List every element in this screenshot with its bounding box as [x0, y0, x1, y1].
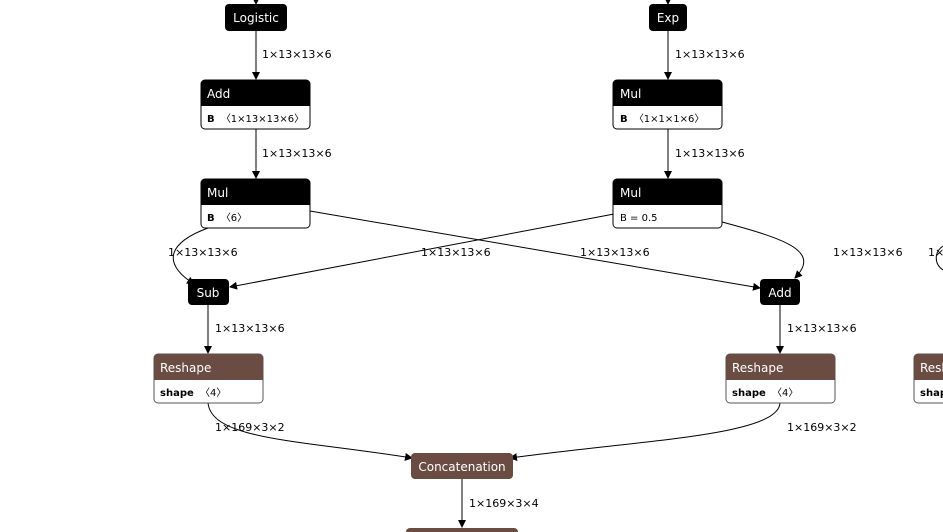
attr-value: 〈1×1×1×6〉 — [634, 113, 705, 125]
edges — [172, 0, 943, 528]
node-mul-left[interactable]: Mul B 〈6〉 — [200, 178, 311, 229]
attr-value: 〈4〉 — [200, 387, 226, 399]
node-add-right[interactable]: Add — [760, 279, 800, 305]
attr-name: B — [620, 114, 628, 125]
edge-label-sub-reshape: 1×13×13×6 — [215, 322, 285, 335]
attr-value: 〈4〉 — [772, 387, 798, 399]
node-exp[interactable]: Exp — [649, 4, 687, 31]
node-title: Reshape — [160, 361, 211, 375]
attr-name: shape — [732, 388, 766, 399]
node-title: Mul — [620, 186, 641, 200]
svg-text:B 〈1×13×13×6〉: B 〈1×13×13×6〉 — [207, 113, 304, 125]
node-title: Mul — [620, 87, 641, 101]
edge-label-mul-right-add: 1×13×13×6 — [833, 246, 903, 259]
node-title: Add — [207, 87, 230, 101]
node-title: Reshape — [732, 361, 783, 375]
edge-label-add-reshape: 1×13×13×6 — [787, 322, 857, 335]
node-mul-right[interactable]: Mul B = 0.5 — [612, 178, 723, 229]
node-reshape-right[interactable]: Reshape shape 〈4〉 — [725, 353, 836, 404]
attr-value: 〈1×13×13×6〉 — [221, 113, 304, 125]
node-title: Logistic — [233, 11, 279, 25]
edge-label-far-cut: 1× — [928, 246, 943, 259]
edge-reshape-left-concat — [207, 402, 413, 461]
edge-label-exp-mul: 1×13×13×6 — [675, 48, 745, 61]
attr-name: shape — [160, 388, 194, 399]
attr-value: 〈6〉 — [221, 212, 247, 224]
edge-label-mul-right-sub: 1×13×13×6 — [421, 246, 491, 259]
node-title: Exp — [657, 11, 679, 25]
svg-text:shape 〈4〉: shape 〈4〉 — [732, 387, 798, 399]
node-logistic[interactable]: Logistic — [225, 4, 287, 31]
edge-mul-right-sub — [229, 213, 615, 290]
attr-name: B — [207, 114, 215, 125]
edge-mul-left-sub — [172, 227, 209, 285]
node-title: Sub — [197, 286, 220, 300]
node-next-cut[interactable] — [406, 528, 518, 532]
edge-label-mul-mul: 1×13×13×6 — [675, 147, 745, 160]
edge-mul-right-add — [721, 221, 805, 279]
node-title: Resh — [920, 361, 943, 375]
edge-labels: 1×13×13×6 1×13×13×6 1×13×13×6 1×13×13×6 … — [168, 48, 943, 510]
svg-text:shape 〈4〉: shape 〈4〉 — [160, 387, 226, 399]
node-title: Mul — [207, 186, 228, 200]
edge-far-right-curve — [935, 245, 943, 271]
node-reshape-far[interactable]: Resh shap — [913, 353, 943, 404]
edge-label-concat-out: 1×169×3×4 — [469, 497, 539, 510]
edge-label-reshape-right-concat: 1×169×3×2 — [787, 421, 857, 434]
attr-name: shap — [920, 388, 943, 399]
edge-label-logistic-add: 1×13×13×6 — [262, 48, 332, 61]
attr-text: B = 0.5 — [620, 213, 658, 224]
edge-label-mul-left-add: 1×13×13×6 — [580, 246, 650, 259]
edge-label-reshape-left-concat: 1×169×3×2 — [215, 421, 285, 434]
edge-mul-left-add — [309, 210, 761, 291]
node-title: Concatenation — [418, 460, 505, 474]
node-concatenation[interactable]: Concatenation — [411, 453, 513, 479]
edge-reshape-right-concat — [509, 402, 781, 462]
attr-name: B — [207, 213, 215, 224]
node-title: Add — [768, 286, 791, 300]
edge-label-add-mul: 1×13×13×6 — [262, 147, 332, 160]
node-sub[interactable]: Sub — [188, 279, 229, 305]
svg-text:B 〈1×1×1×6〉: B 〈1×1×1×6〉 — [620, 113, 704, 125]
svg-text:B 〈6〉: B 〈6〉 — [207, 212, 247, 224]
node-reshape-left[interactable]: Reshape shape 〈4〉 — [153, 353, 264, 404]
node-mul-right-top[interactable]: Mul B 〈1×1×1×6〉 — [612, 79, 723, 130]
edge-label-mul-left-sub: 1×13×13×6 — [168, 246, 238, 259]
node-add-left[interactable]: Add B 〈1×13×13×6〉 — [200, 79, 311, 130]
